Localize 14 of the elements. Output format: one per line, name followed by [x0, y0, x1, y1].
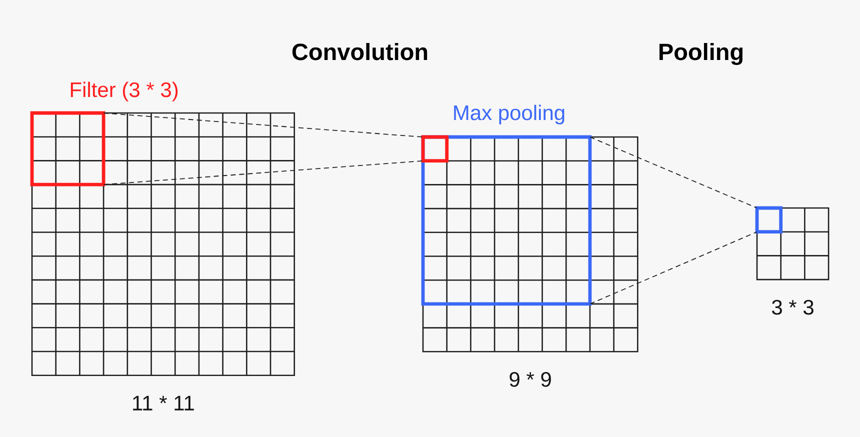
dashed-line — [590, 231, 758, 304]
box-label: Max pooling — [454, 104, 564, 124]
size-label: 11 * 11 — [133, 396, 194, 410]
grid — [31, 112, 295, 376]
heading: Convolution — [292, 42, 428, 60]
dashed-line — [103, 160, 424, 185]
dashed-line — [590, 136, 758, 208]
size-label: 3 * 3 — [772, 300, 814, 315]
heading: Pooling — [660, 42, 743, 65]
box-label: Filter (3 * 3) — [70, 82, 178, 102]
highlight-box — [421, 135, 449, 163]
size-label: 9 * 9 — [510, 372, 551, 387]
dashed-line — [103, 112, 424, 138]
highlight-box — [755, 206, 783, 234]
